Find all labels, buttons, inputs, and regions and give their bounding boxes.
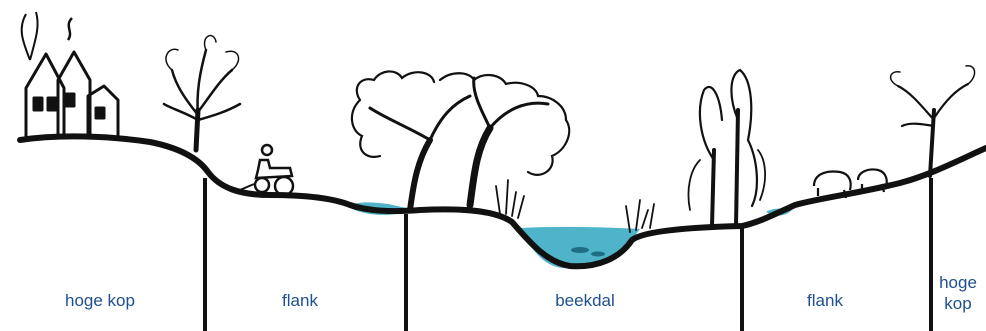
zone-label-hoge-kop-right: hoge kop bbox=[930, 272, 986, 315]
zone-label-flank-right: flank bbox=[760, 290, 890, 311]
zone-label-flank-left: flank bbox=[235, 290, 365, 311]
tree bbox=[164, 36, 240, 150]
tractor bbox=[240, 145, 293, 195]
ground-profile bbox=[20, 136, 986, 266]
village-houses bbox=[22, 12, 118, 138]
fish bbox=[591, 252, 605, 257]
reeds bbox=[496, 180, 654, 232]
large-tree bbox=[352, 71, 569, 210]
zone-label-beekdal: beekdal bbox=[500, 290, 670, 311]
zone-label-hoge-kop-left: hoge kop bbox=[20, 290, 180, 311]
fish bbox=[571, 247, 589, 253]
poplar-trees bbox=[688, 70, 765, 226]
